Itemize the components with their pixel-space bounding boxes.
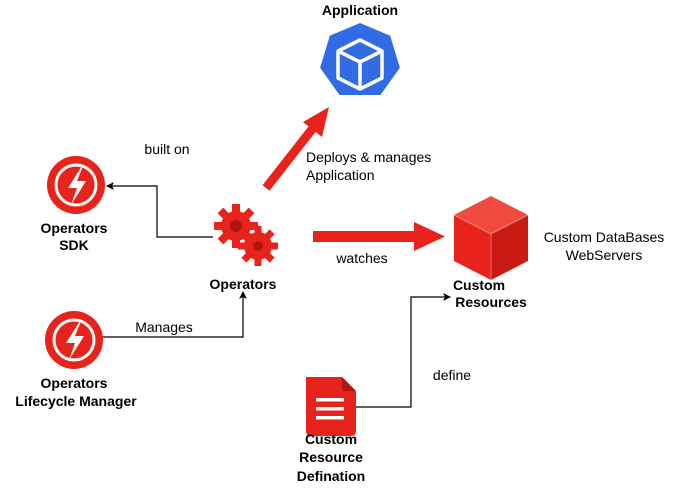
kubernetes-cube-icon xyxy=(317,20,403,97)
watches-arrow xyxy=(313,222,445,251)
deploys-arrow xyxy=(262,107,329,191)
edge-label-deploys-line2: Application xyxy=(306,167,375,183)
operators-sdk-label-line2: SDK xyxy=(59,237,89,253)
lifecycle-manager-label-line1: Operators xyxy=(41,375,108,391)
connector-define xyxy=(356,293,451,408)
application-label: Application xyxy=(322,2,398,18)
lightning-bolt-icon xyxy=(45,311,103,369)
edge-label-manages: Manages xyxy=(135,319,193,335)
crd-label-line3: Defination xyxy=(297,468,365,484)
lightning-bolt-icon xyxy=(47,156,105,214)
cube-icon xyxy=(453,196,529,280)
edge-label-watches: watches xyxy=(335,250,387,266)
edge-label-deploys-line1: Deploys & manages xyxy=(306,149,431,165)
operators-label: Operators xyxy=(210,276,277,292)
custom-annotation-line1: Custom DataBases xyxy=(544,229,665,245)
edge-label-define: define xyxy=(433,367,471,383)
edge-label-built-on: built on xyxy=(144,141,189,157)
custom-resources-label-line2: Resources xyxy=(455,294,527,310)
connector-manages xyxy=(100,291,247,338)
crd-label-line2: Resource xyxy=(299,449,363,465)
custom-annotation-line2: WebServers xyxy=(566,247,643,263)
connector-built-on xyxy=(106,182,213,238)
crd-label-line1: Custom xyxy=(305,431,357,447)
document-icon xyxy=(306,377,356,436)
lifecycle-manager-label-line2: Lifecycle Manager xyxy=(15,393,137,409)
operators-sdk-label-line1: Operators xyxy=(41,220,108,236)
custom-resources-label-line1: Custom xyxy=(453,277,505,293)
gear-icon xyxy=(214,204,278,266)
